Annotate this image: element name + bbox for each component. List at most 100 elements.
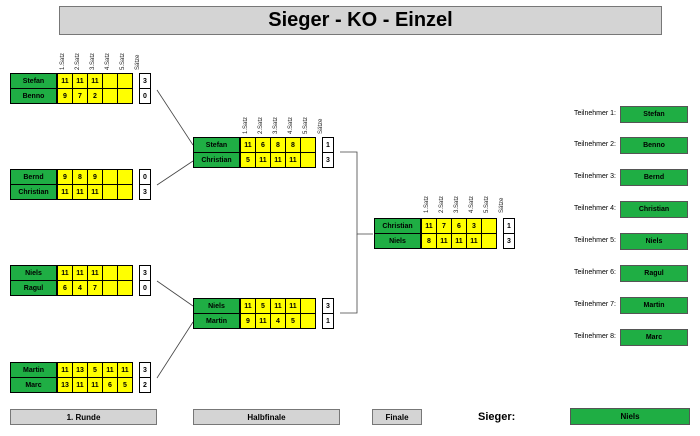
player-name: Christian [193, 152, 240, 168]
set-score[interactable]: 13 [57, 377, 73, 393]
set-score[interactable]: 6 [451, 218, 467, 234]
set-score[interactable]: 11 [270, 298, 286, 314]
semifinal-match-2: Niels 11 5 11 11 3 Martin 9 11 4 5 1 [193, 298, 334, 330]
page-title: Sieger - KO - Einzel [59, 6, 662, 35]
set-score[interactable]: 11 [285, 152, 301, 168]
set-score[interactable]: 9 [57, 88, 73, 104]
set-score[interactable]: 7 [72, 88, 88, 104]
set-score[interactable]: 5 [117, 377, 133, 393]
set-score[interactable]: 4 [72, 280, 88, 296]
set-score[interactable]: 11 [57, 73, 73, 89]
set-score[interactable]: 11 [87, 184, 103, 200]
set-score[interactable]: 11 [102, 362, 118, 378]
participant-label: Teilnehmer 5: [573, 237, 616, 244]
set-score[interactable]: 11 [240, 137, 256, 153]
set-score[interactable]: 6 [102, 377, 118, 393]
set-score[interactable]: 11 [72, 73, 88, 89]
set-score[interactable]: 8 [285, 137, 301, 153]
set-score[interactable]: 3 [466, 218, 482, 234]
set-score[interactable]: 8 [72, 169, 88, 185]
set-score[interactable]: 9 [57, 169, 73, 185]
player-name: Benno [10, 88, 57, 104]
player-name: Niels [193, 298, 240, 314]
set-score[interactable]: 6 [57, 280, 73, 296]
set-score[interactable]: 11 [436, 233, 452, 249]
set-score[interactable] [102, 265, 118, 281]
set-score[interactable]: 9 [87, 169, 103, 185]
set-score[interactable]: 11 [466, 233, 482, 249]
set-score[interactable]: 8 [270, 137, 286, 153]
set-score[interactable]: 5 [285, 313, 301, 329]
set-score[interactable] [102, 88, 118, 104]
participant-label: Teilnehmer 8: [573, 333, 616, 340]
set-score[interactable]: 5 [240, 152, 256, 168]
set-score[interactable]: 13 [72, 362, 88, 378]
player-name: Niels [374, 233, 421, 249]
set-score[interactable]: 7 [436, 218, 452, 234]
player-name: Christian [10, 184, 57, 200]
semifinal-label: Halbfinale [193, 409, 340, 425]
set-score[interactable]: 11 [240, 298, 256, 314]
participant-name-field[interactable]: Marc [620, 329, 688, 346]
set-score[interactable]: 11 [255, 313, 271, 329]
set-score[interactable]: 11 [87, 265, 103, 281]
set-score[interactable]: 7 [87, 280, 103, 296]
set-score[interactable]: 5 [87, 362, 103, 378]
set-score[interactable]: 11 [117, 362, 133, 378]
set-score[interactable] [300, 298, 316, 314]
set-score[interactable]: 11 [270, 152, 286, 168]
set-score[interactable] [300, 313, 316, 329]
set-score[interactable]: 11 [421, 218, 437, 234]
set-score[interactable] [300, 137, 316, 153]
participant-name-field[interactable]: Bernd [620, 169, 688, 186]
set-score[interactable] [102, 184, 118, 200]
set-score[interactable] [117, 73, 133, 89]
set-score[interactable] [117, 88, 133, 104]
player-name: Marc [10, 377, 57, 393]
round1-label: 1. Runde [10, 409, 157, 425]
set-score[interactable]: 5 [255, 298, 271, 314]
participant-name-field[interactable]: Niels [620, 233, 688, 250]
player-name: Christian [374, 218, 421, 234]
set-score[interactable]: 11 [57, 184, 73, 200]
participant-name-field[interactable]: Ragul [620, 265, 688, 282]
player-name: Martin [10, 362, 57, 378]
set-score[interactable]: 11 [255, 152, 271, 168]
participant-name-field[interactable]: Christian [620, 201, 688, 218]
set-score[interactable] [102, 280, 118, 296]
set-score[interactable]: 11 [72, 184, 88, 200]
set-score[interactable]: 8 [421, 233, 437, 249]
set-score[interactable] [300, 152, 316, 168]
participant-name-field[interactable]: Martin [620, 297, 688, 314]
set-score[interactable] [117, 169, 133, 185]
round1-match-1: Stefan 11 11 11 3 Benno 9 7 2 0 [10, 73, 151, 105]
set-score[interactable] [481, 233, 497, 249]
set-score[interactable]: 11 [451, 233, 467, 249]
set-score[interactable]: 11 [72, 377, 88, 393]
set-score[interactable]: 9 [240, 313, 256, 329]
sets-won: 0 [139, 280, 151, 296]
set-score[interactable] [117, 184, 133, 200]
set-score[interactable] [117, 280, 133, 296]
set-score[interactable]: 11 [285, 298, 301, 314]
set-score[interactable]: 6 [255, 137, 271, 153]
set-score[interactable]: 11 [87, 73, 103, 89]
set-score[interactable]: 11 [72, 265, 88, 281]
participant-name-field[interactable]: Benno [620, 137, 688, 154]
set-score[interactable]: 11 [57, 265, 73, 281]
set-score[interactable]: 11 [87, 377, 103, 393]
set-score[interactable] [102, 73, 118, 89]
set-score[interactable] [481, 218, 497, 234]
final-match: Christian 11 7 6 3 1 Niels 8 11 11 11 3 [374, 218, 515, 250]
set-score[interactable] [117, 265, 133, 281]
sets-won: 3 [322, 152, 334, 168]
set-score[interactable] [102, 169, 118, 185]
set-score[interactable]: 2 [87, 88, 103, 104]
set-score[interactable]: 11 [57, 362, 73, 378]
winner-field: Niels [570, 408, 690, 425]
set-score[interactable]: 4 [270, 313, 286, 329]
participant-name-field[interactable]: Stefan [620, 106, 688, 123]
